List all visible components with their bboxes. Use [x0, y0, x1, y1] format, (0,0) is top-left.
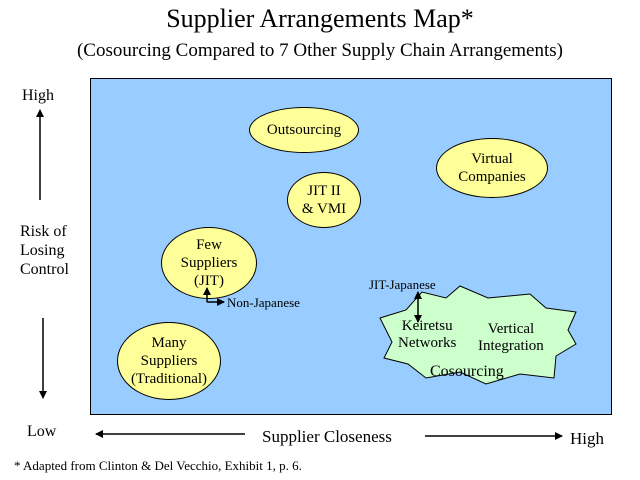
y-axis-low-label: Low	[27, 423, 57, 440]
star-label-line: Keiretsu	[401, 318, 453, 334]
node-few-suppliers: Few Suppliers (JIT)	[161, 227, 257, 299]
y-axis-label-line: Risk of	[20, 223, 67, 240]
diagram-subtitle: (Cosourcing Compared to 7 Other Supply C…	[76, 40, 563, 61]
node-label-line: Virtual	[471, 151, 513, 167]
node-jit-ii-vmi: JIT II & VMI	[287, 172, 361, 228]
node-outsourcing-label: Outsourcing	[266, 122, 342, 138]
node-label-line: Companies	[458, 169, 526, 185]
node-virtual-companies: Virtual Companies	[436, 138, 548, 198]
x-axis-label: Supplier Closeness	[262, 427, 392, 446]
cosourcing-star	[379, 285, 577, 385]
plot-area: Outsourcing Virtual Companies JIT II & V…	[90, 78, 612, 415]
x-axis-high-label: High	[570, 429, 604, 448]
node-label-line: Few	[196, 237, 222, 253]
node-outsourcing: Outsourcing	[249, 107, 359, 153]
y-axis-label-line: Control	[20, 261, 69, 278]
node-label-line: & VMI	[301, 201, 347, 217]
y-axis-label: Risk of Losing Control	[20, 222, 80, 279]
y-axis-label-line: Losing	[20, 242, 65, 259]
node-label-line: Many	[151, 335, 187, 351]
footnote: * Adapted from Clinton & Del Vecchio, Ex…	[14, 458, 302, 473]
jit-japanese-annotation: JIT-Japanese	[369, 277, 436, 292]
node-label-line: (Traditional)	[130, 371, 208, 387]
node-many-suppliers: Many Suppliers (Traditional)	[117, 322, 221, 400]
y-axis-high-label: High	[22, 87, 54, 104]
diagram-title: Supplier Arrangements Map*	[166, 4, 474, 33]
non-japanese-annotation: Non-Japanese	[227, 295, 300, 310]
star-label-line: Integration	[478, 338, 544, 354]
node-label-line: JIT II	[307, 183, 341, 199]
node-label-line: Suppliers	[140, 353, 198, 369]
cosourcing-star-shape	[379, 285, 577, 385]
keiretsu-networks-label: Keiretsu Networks	[398, 318, 456, 352]
star-label-line: Vertical	[487, 321, 535, 337]
node-label-line: Suppliers	[180, 255, 238, 271]
node-label-line: (JIT)	[193, 273, 224, 289]
cosourcing-label: Cosourcing	[430, 363, 504, 380]
vertical-integration-label: Vertical Integration	[478, 321, 544, 355]
star-label-line: Networks	[398, 335, 457, 351]
